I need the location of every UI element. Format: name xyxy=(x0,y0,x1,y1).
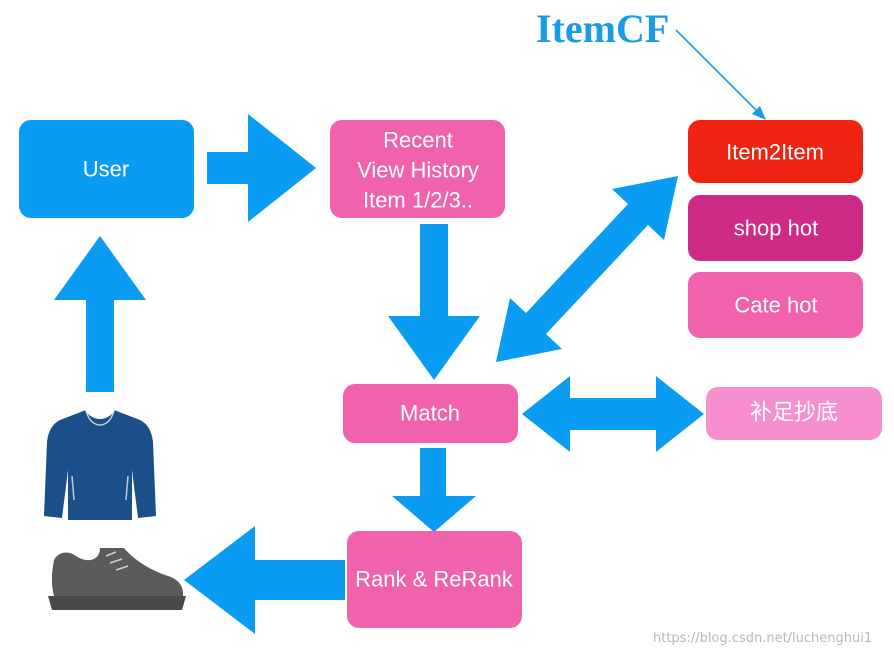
cate-hot-node: Cate hot xyxy=(688,272,863,338)
recent-history-line-3: Item 1/2/3.. xyxy=(363,188,473,213)
item2item-node-label: Item2Item xyxy=(726,140,824,165)
arrow-match-to-itemcf-bidirectional xyxy=(496,176,678,362)
sweater-icon xyxy=(44,409,156,520)
recent-history-line-2: View History xyxy=(357,158,479,183)
user-node: User xyxy=(19,120,194,218)
arrow-history-to-match xyxy=(388,224,480,380)
user-node-label: User xyxy=(83,157,129,182)
diagram-title: ItemCF xyxy=(536,6,669,51)
watermark-text: https://blog.csdn.net/luchenghui1 xyxy=(653,631,872,646)
title-pointer-arrowhead xyxy=(752,106,766,120)
cate-hot-node-label: Cate hot xyxy=(734,293,817,318)
recent-history-node: Recent View History Item 1/2/3.. xyxy=(330,120,505,218)
sneaker-icon xyxy=(48,548,186,610)
arrow-match-to-rank xyxy=(392,448,476,532)
title-pointer-line xyxy=(675,29,761,115)
item2item-node: Item2Item xyxy=(688,120,863,183)
match-node: Match xyxy=(343,384,518,443)
arrow-user-to-history xyxy=(207,114,316,222)
match-node-label: Match xyxy=(400,401,460,426)
shop-hot-node: shop hot xyxy=(688,195,863,261)
recent-history-line-1: Recent xyxy=(383,128,453,153)
arrow-items-to-user xyxy=(54,236,146,392)
rank-node-label: Rank & ReRank xyxy=(355,567,514,592)
fallback-node: 补足抄底 xyxy=(706,387,882,440)
shop-hot-node-label: shop hot xyxy=(734,216,818,241)
fallback-node-label: 补足抄底 xyxy=(750,401,838,426)
arrow-match-to-fallback-bidirectional xyxy=(522,376,704,452)
rank-node: Rank & ReRank xyxy=(347,531,522,628)
arrow-rank-to-items xyxy=(184,526,345,634)
